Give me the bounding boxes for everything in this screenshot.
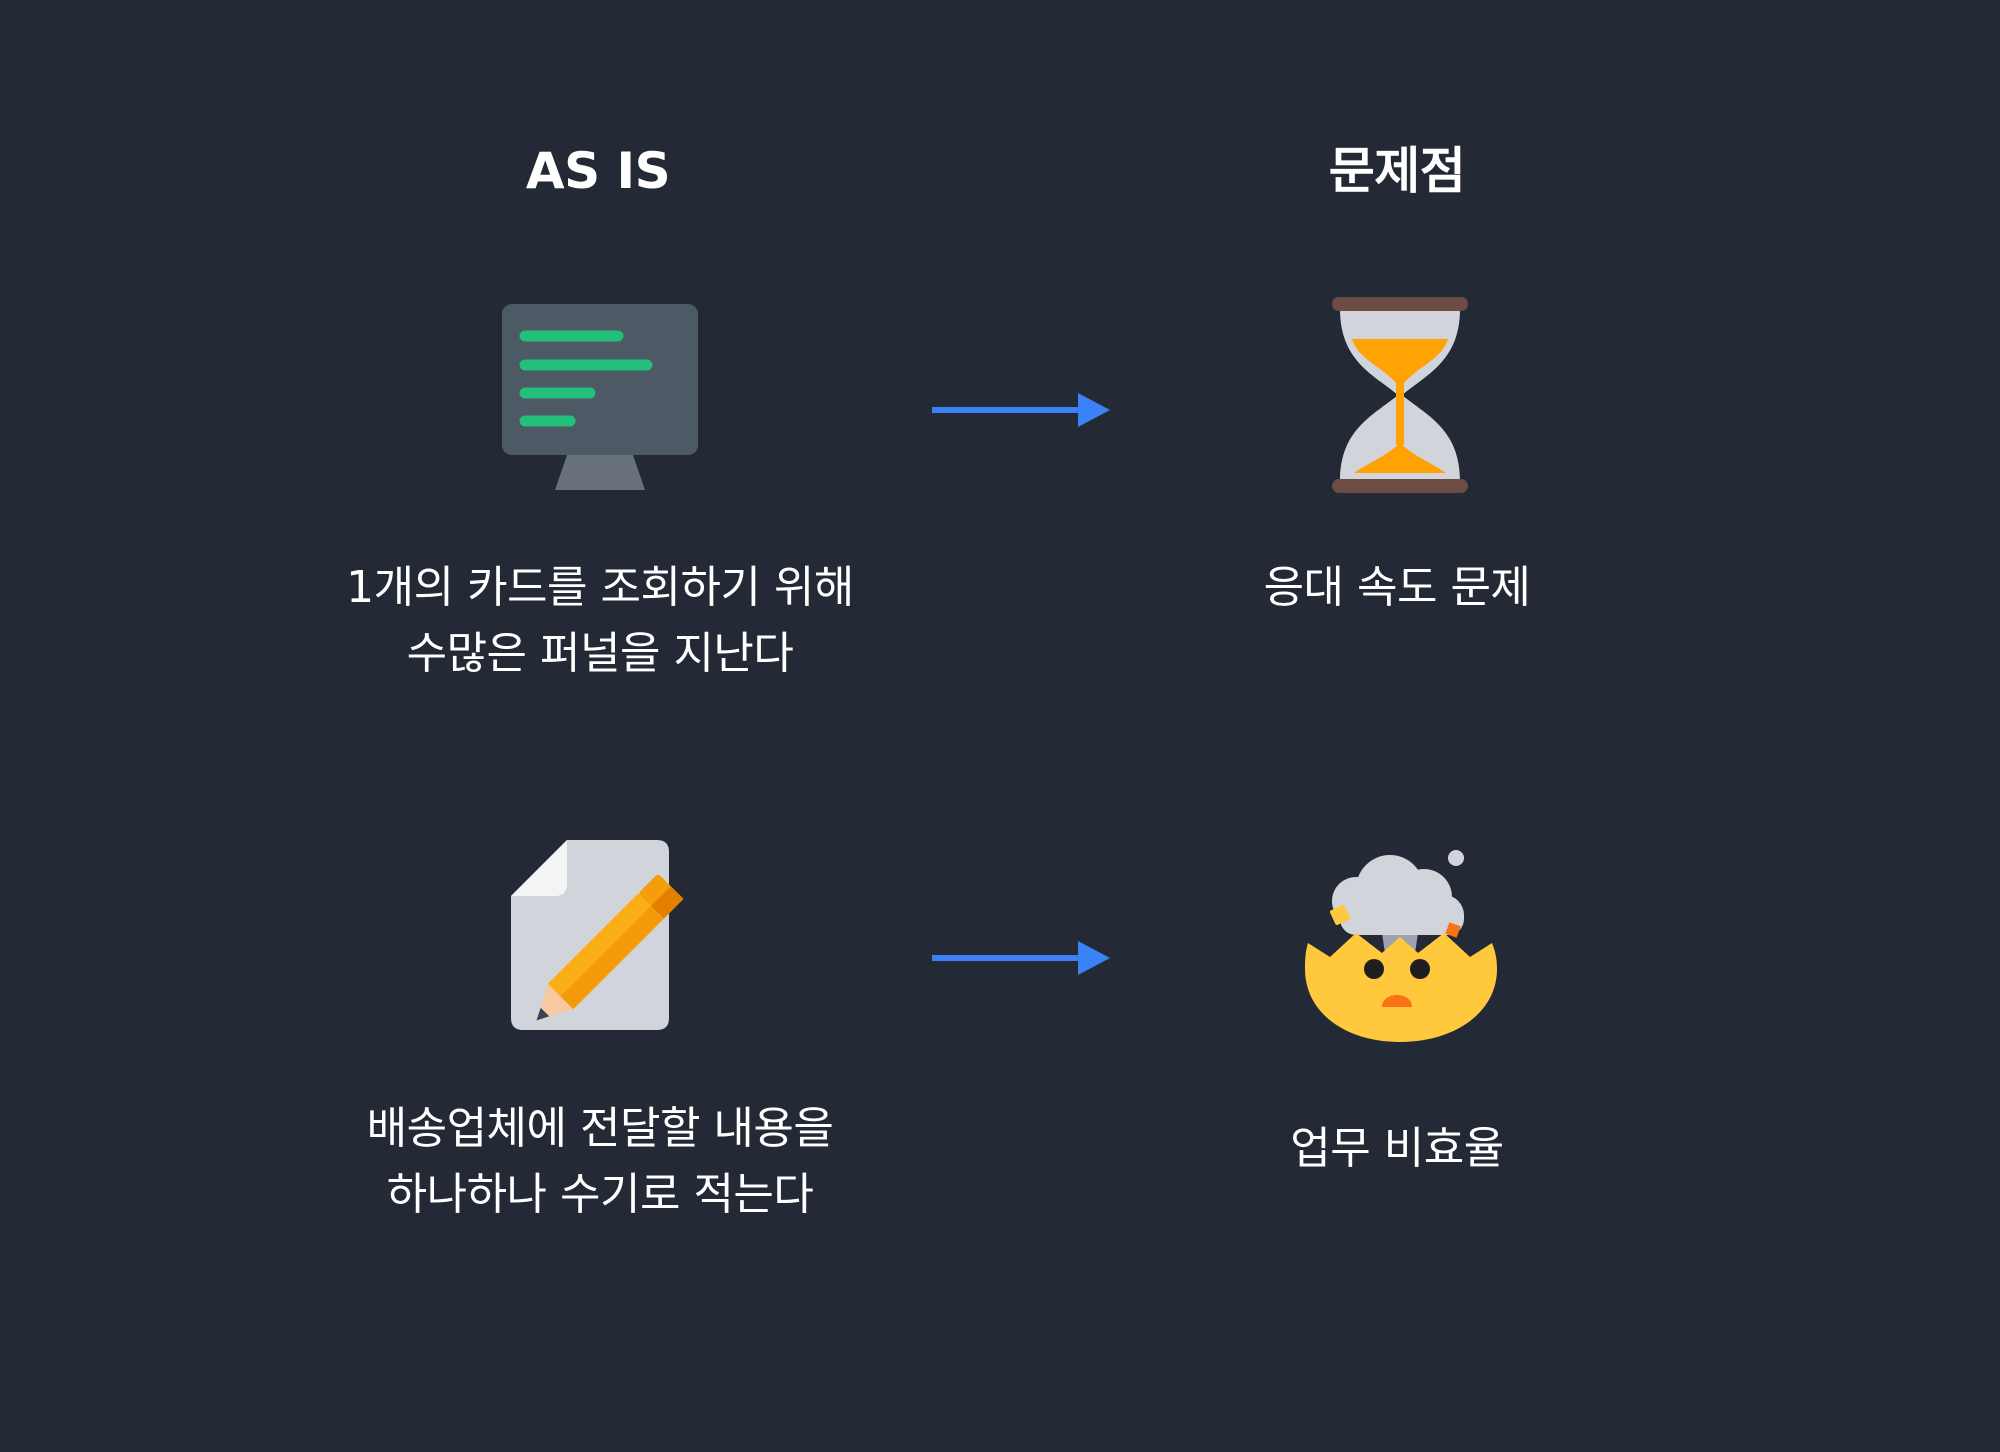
problem-description-1-line-1: 응대 속도 문제 <box>1263 562 1531 613</box>
computer-monitor-icon <box>502 304 698 490</box>
problem-description-2-line-1: 업무 비효율 <box>1290 1123 1504 1174</box>
arrow-right-icon <box>932 393 1110 427</box>
hourglass-icon <box>1332 297 1468 493</box>
problem-description-2: 업무 비효율 <box>1077 1116 1717 1182</box>
as-is-description-2: 배송업체에 전달할 내용을 하나하나 수기로 적는다 <box>280 1096 920 1228</box>
problem-description-1: 응대 속도 문제 <box>1077 555 1717 621</box>
exploding-head-icon <box>1305 850 1497 1042</box>
as-is-description-1-line-2: 수많은 퍼널을 지난다 <box>406 628 794 679</box>
arrow-right-icon <box>932 941 1110 975</box>
as-is-header: AS IS <box>525 142 671 200</box>
document-pencil-icon <box>511 840 684 1030</box>
as-is-description-2-line-2: 하나하나 수기로 적는다 <box>386 1169 814 1220</box>
as-is-description-1-line-1: 1개의 카드를 조회하기 위해 <box>346 562 854 613</box>
as-is-description-1: 1개의 카드를 조회하기 위해 수많은 퍼널을 지난다 <box>280 555 920 687</box>
as-is-description-2-line-1: 배송업체에 전달할 내용을 <box>366 1103 834 1154</box>
problem-header: 문제점 <box>1328 142 1466 200</box>
